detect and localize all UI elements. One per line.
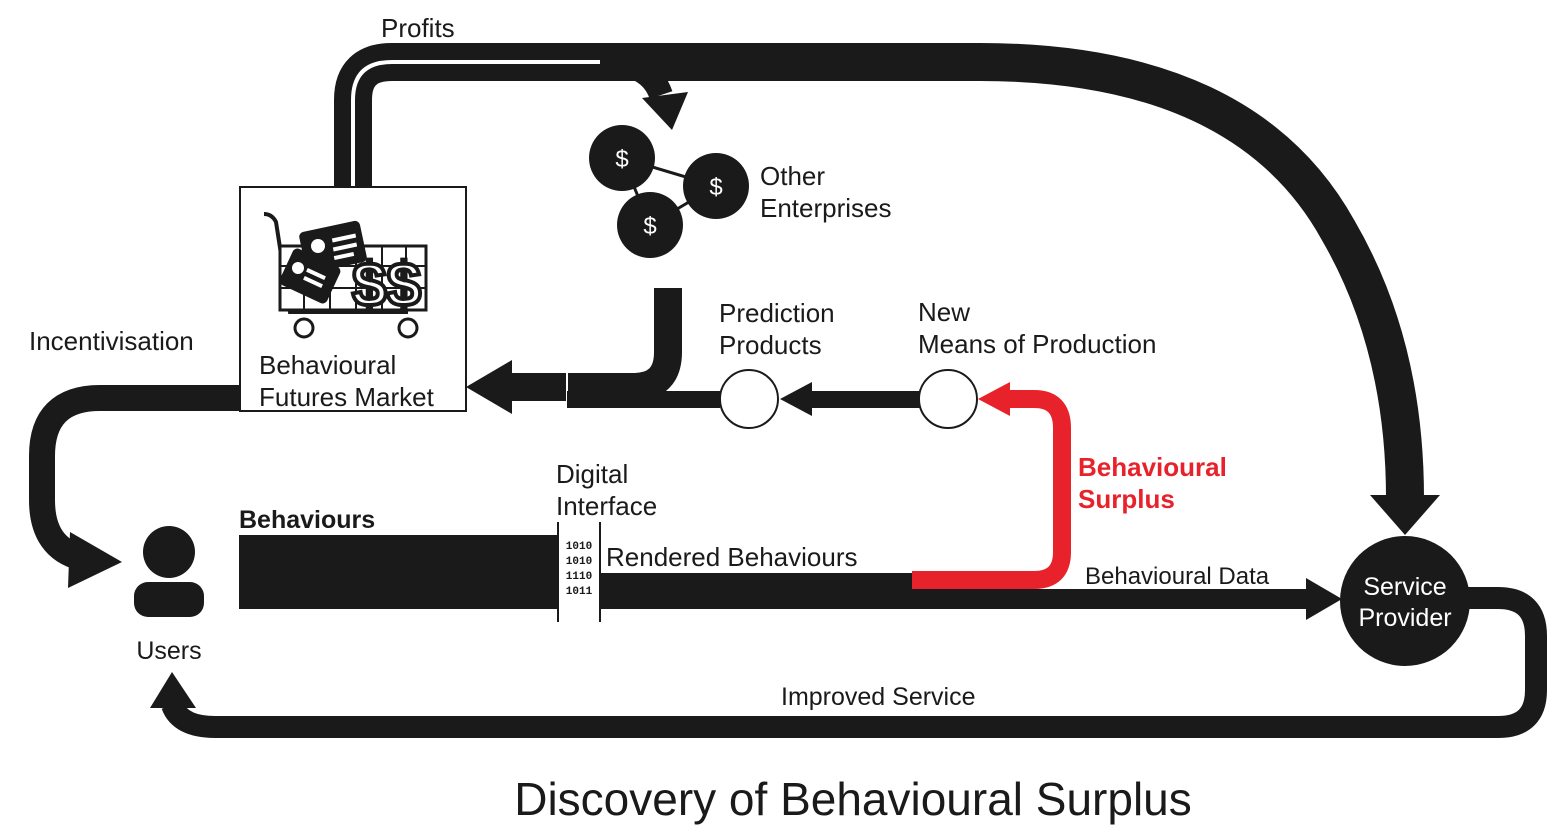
service-provider-label-1: Service <box>1363 573 1446 601</box>
behavioural-surplus-arrow <box>912 390 1071 589</box>
dollar-icon: $ <box>643 213 656 240</box>
rendered-behaviours-label: Rendered Behaviours <box>606 542 858 572</box>
svg-text:1010: 1010 <box>566 541 592 553</box>
enterprise-node-3 <box>617 192 683 258</box>
other-enterprises-label-2: Enterprises <box>760 193 892 223</box>
prediction-to-market-flow <box>567 391 720 408</box>
profits-label: Profits <box>381 13 455 43</box>
user-icon <box>134 526 204 617</box>
rendered-behaviours-bar <box>600 573 912 609</box>
users-label: Users <box>136 637 201 665</box>
svg-text:1011: 1011 <box>566 586 593 598</box>
incentivisation-label: Incentivisation <box>29 326 194 356</box>
id-card-icon-2 <box>279 248 341 304</box>
service-provider-node <box>1340 536 1470 666</box>
enterprises-to-market-arrowhead <box>466 360 512 414</box>
market-label-1: Behavioural <box>259 350 396 380</box>
diagram-title: Discovery of Behavioural Surplus <box>514 773 1192 825</box>
behavioural-data-arrowhead <box>1306 578 1342 620</box>
digital-interface-label-1: Digital <box>556 459 628 489</box>
prediction-label-2: Products <box>719 330 822 360</box>
enterprises-to-market-arrow <box>510 288 682 401</box>
dollar-icon: $ <box>615 146 628 173</box>
enterprise-node-1 <box>589 125 655 191</box>
digital-interface-panel <box>558 522 600 622</box>
new-means-label-2: Means of Production <box>918 329 1156 359</box>
svg-text:1010: 1010 <box>566 556 592 568</box>
profits-flow-arrowhead <box>1370 495 1440 535</box>
profits-to-enterprises-arrow <box>599 50 673 100</box>
behavioural-data-flow <box>912 589 1312 609</box>
improved-service-arrow <box>161 587 1547 738</box>
behaviours-label: Behaviours <box>239 506 375 534</box>
svg-text:$$: $$ <box>352 251 421 320</box>
other-enterprises-cluster: $ $ $ <box>589 125 749 258</box>
means-to-prediction-flow <box>810 391 920 408</box>
incentivisation-arrow <box>29 385 240 571</box>
service-provider-label-2: Provider <box>1358 604 1451 632</box>
dollar-icon: $ <box>709 174 722 201</box>
svg-text:1110: 1110 <box>566 571 592 583</box>
behaviours-bar <box>239 535 558 609</box>
incentivisation-arrowhead <box>68 532 122 588</box>
binary-code: 1010 1010 1110 1011 <box>566 541 593 598</box>
profits-to-enterprises-arrowhead <box>642 92 688 130</box>
market-label-2: Futures Market <box>259 382 435 412</box>
new-means-label-1: New <box>918 297 970 327</box>
dollar-signs-icon: $$ <box>350 249 423 322</box>
profits-flow-arrow <box>334 43 1424 499</box>
prediction-label-1: Prediction <box>719 298 835 328</box>
prediction-products-node <box>719 369 779 429</box>
new-means-node <box>918 369 978 429</box>
improved-service-label: Improved Service <box>781 683 976 711</box>
means-to-prediction-arrowhead <box>780 382 812 416</box>
profits-flow-inner <box>351 60 600 188</box>
behavioural-data-label: Behavioural Data <box>1085 563 1270 590</box>
enterprise-node-2 <box>683 153 749 219</box>
digital-interface-label-2: Interface <box>556 491 657 521</box>
other-enterprises-label-1: Other <box>760 161 825 191</box>
behavioural-surplus-arrowhead <box>978 382 1010 416</box>
surplus-label-1: Behavioural <box>1078 452 1227 482</box>
surplus-label-2: Surplus <box>1078 484 1175 514</box>
improved-service-arrowhead <box>150 672 196 708</box>
